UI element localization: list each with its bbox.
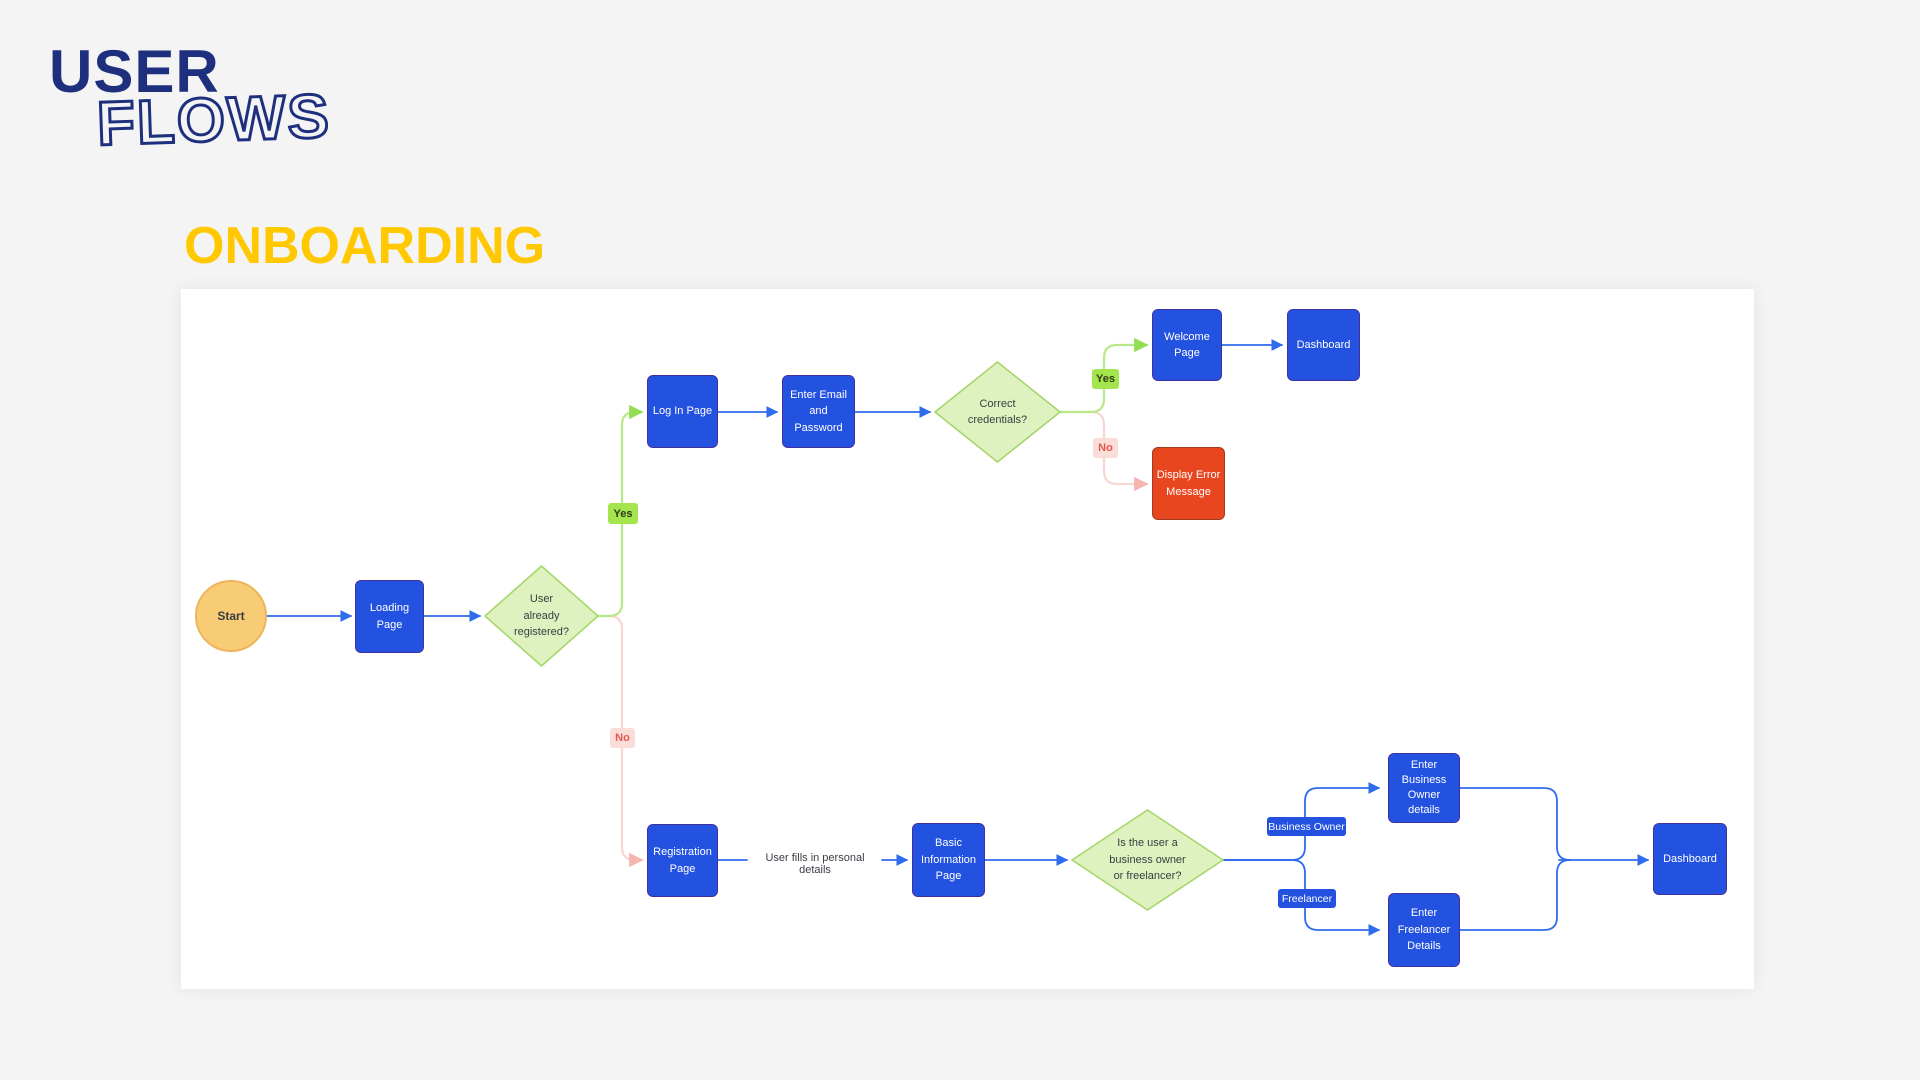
- page-title: ONBOARDING: [184, 217, 546, 275]
- decision-diamond-registered: [484, 565, 599, 667]
- badge-no-registered: No: [610, 728, 635, 748]
- user-flows-logo: USER FLOWS: [49, 38, 333, 161]
- node-welcome-page: Welcome Page: [1152, 309, 1222, 381]
- node-start: Start: [195, 580, 267, 652]
- badge-yes-registered: Yes: [608, 503, 638, 524]
- decision-owner-label: Is the user a business owner or freelanc…: [1109, 837, 1186, 883]
- node-enter-business-owner: Enter Business Owner details: [1388, 753, 1460, 823]
- decision-diamond-owner: [1071, 809, 1224, 911]
- edge-freelancer-merge: [1459, 859, 1571, 931]
- logo-word-user: USER: [49, 38, 220, 105]
- node-dashboard-login: Dashboard: [1287, 309, 1360, 381]
- badge-freelancer: Freelancer: [1278, 889, 1336, 908]
- node-loading-page: Loading Page: [355, 580, 424, 653]
- edge-business-merge: [1459, 787, 1571, 861]
- node-dashboard-final: Dashboard: [1653, 823, 1727, 895]
- badge-business-owner: Business Owner: [1267, 817, 1346, 836]
- badge-yes-credentials: Yes: [1092, 369, 1119, 389]
- logo-word-flows: FLOWS: [94, 80, 333, 160]
- node-registration-page: Registration Page: [647, 824, 718, 897]
- node-display-error: Display Error Message: [1152, 447, 1225, 520]
- decision-registered-label: User already registered?: [513, 593, 570, 639]
- node-enter-email: Enter Email and Password: [782, 375, 855, 448]
- flowchart-canvas: Start Loading Page User already register…: [181, 289, 1754, 989]
- badge-no-credentials: No: [1093, 438, 1118, 458]
- node-basic-info-page: Basic Information Page: [912, 823, 985, 897]
- decision-credentials-label: Correct credentials?: [967, 397, 1028, 427]
- node-login-page: Log In Page: [647, 375, 718, 448]
- flow-connectors: [265, 337, 1650, 936]
- edge-label-fills-details: User fills in personal details: [751, 852, 879, 876]
- node-enter-freelancer: Enter Freelancer Details: [1388, 893, 1460, 967]
- decision-diamond-credentials: [934, 361, 1061, 463]
